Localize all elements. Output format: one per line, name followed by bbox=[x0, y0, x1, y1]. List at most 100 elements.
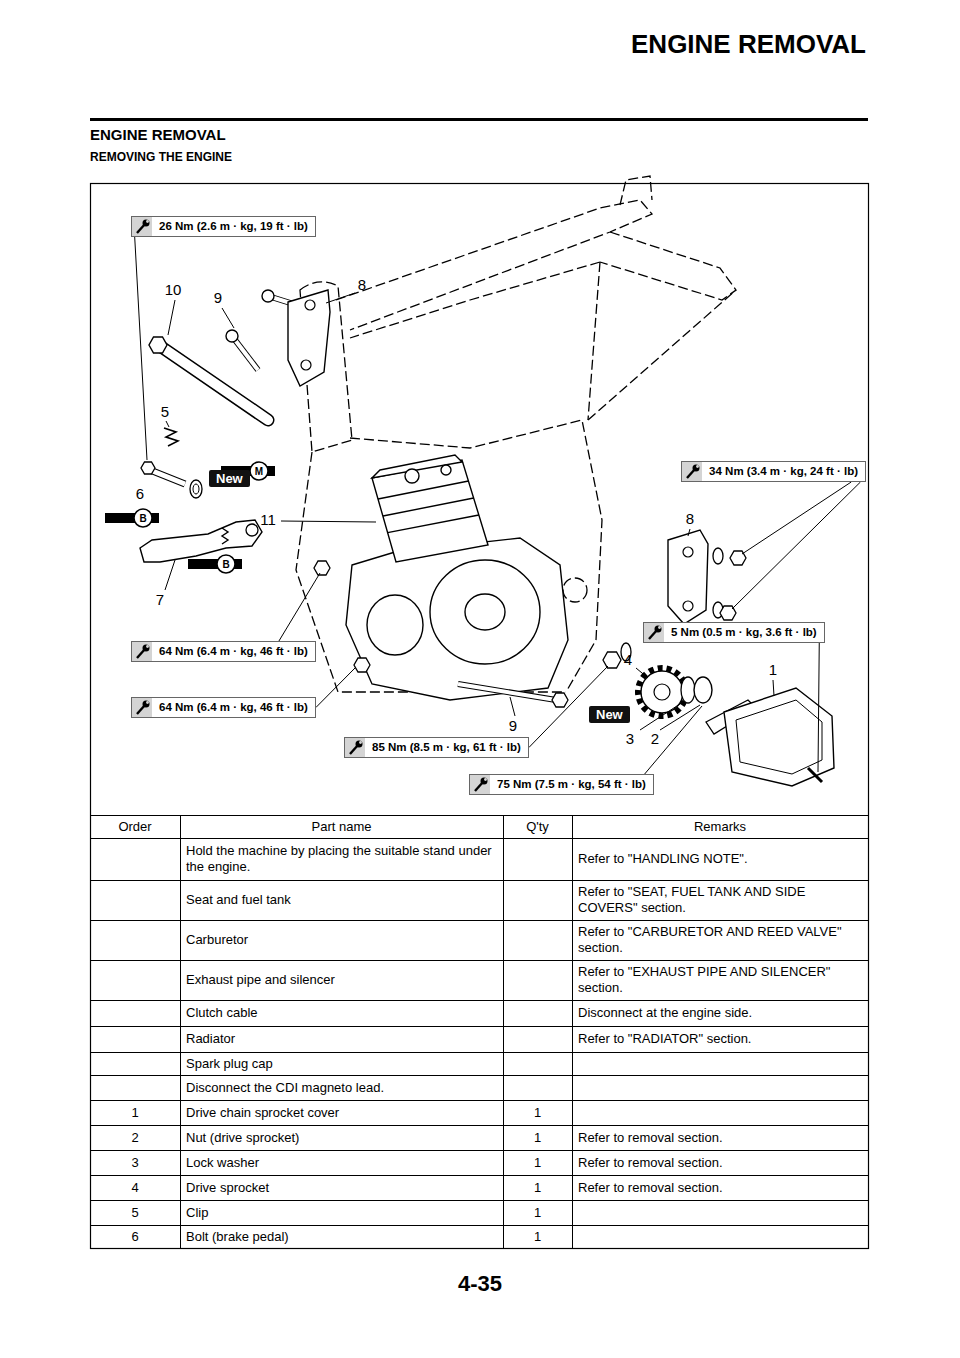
table-cell: 1 bbox=[96, 1105, 174, 1121]
torque-value: 26 Nm (2.6 m · kg, 19 ft · lb) bbox=[159, 220, 308, 232]
header-rule bbox=[90, 118, 868, 121]
callout-number: 3 bbox=[626, 731, 634, 748]
table-rule bbox=[90, 1075, 868, 1076]
torque-spec-box: 85 Nm (8.5 m · kg, 61 ft · lb) bbox=[344, 737, 529, 758]
callout-number: 4 bbox=[624, 652, 632, 669]
torque-spec-box: 5 Nm (0.5 m · kg, 3.6 ft · lb) bbox=[643, 622, 825, 643]
symbol-letter: M bbox=[255, 466, 263, 477]
table-cell: Seat and fuel tank bbox=[186, 892, 497, 908]
running-header: ENGINE REMOVAL bbox=[631, 30, 866, 59]
table-cell: Carburetor bbox=[186, 932, 497, 948]
table-cell: Spark plug cap bbox=[186, 1056, 497, 1072]
wrench-head bbox=[143, 220, 150, 227]
callout-number: 6 bbox=[136, 486, 144, 503]
torque-spec-box: 26 Nm (2.6 m · kg, 19 ft · lb) bbox=[131, 216, 316, 237]
wrench-head bbox=[481, 778, 488, 785]
torque-spec-box: 34 Nm (3.4 m · kg, 24 ft · lb) bbox=[681, 461, 866, 482]
wrench-jaw bbox=[146, 645, 149, 648]
wrench-icon bbox=[132, 642, 152, 661]
table-cell: 5 bbox=[96, 1205, 174, 1221]
table-cell: Bolt (brake pedal) bbox=[186, 1229, 497, 1245]
leader-line bbox=[732, 482, 860, 609]
wrench-jaw bbox=[359, 741, 362, 744]
table-rule bbox=[503, 815, 504, 1248]
subheading: REMOVING THE ENGINE bbox=[90, 151, 232, 164]
callout-number: 11 bbox=[260, 512, 276, 529]
leader-line bbox=[645, 706, 702, 774]
table-cell: Refer to removal section. bbox=[578, 1180, 862, 1196]
grease-symbols bbox=[105, 462, 275, 573]
table-cell: 6 bbox=[96, 1229, 174, 1245]
engine-parts bbox=[140, 290, 834, 786]
table-rule bbox=[90, 1100, 868, 1101]
table-cell: 3 bbox=[96, 1155, 174, 1171]
wrench-head bbox=[143, 645, 150, 652]
table-header: Remarks bbox=[578, 819, 862, 835]
table-cell: 1 bbox=[509, 1205, 566, 1221]
torque-spec-box: 64 Nm (6.4 m · kg, 46 ft · lb) bbox=[131, 641, 316, 662]
icon-ground bbox=[132, 642, 152, 661]
table-cell: 1 bbox=[509, 1229, 566, 1245]
wrench-icon bbox=[132, 698, 152, 717]
symbol-letter: B bbox=[222, 559, 229, 570]
icon-ground bbox=[345, 738, 365, 757]
wrench-jaw bbox=[146, 701, 149, 704]
callout-number: 8 bbox=[686, 511, 694, 528]
wrench-icon bbox=[644, 623, 664, 642]
wrench-head bbox=[655, 626, 662, 633]
table-rule bbox=[90, 838, 868, 839]
table-cell: Refer to removal section. bbox=[578, 1155, 862, 1171]
table-rule bbox=[90, 1150, 868, 1151]
wrench-icon bbox=[470, 775, 490, 794]
table-rule bbox=[90, 1175, 868, 1176]
table-cell: Lock washer bbox=[186, 1155, 497, 1171]
torque-spec-box: 64 Nm (6.4 m · kg, 46 ft · lb) bbox=[131, 697, 316, 718]
table-rule bbox=[90, 1200, 868, 1201]
torque-value: 64 Nm (6.4 m · kg, 46 ft · lb) bbox=[159, 645, 308, 657]
table-cell: 1 bbox=[509, 1105, 566, 1121]
callout-number: 8 bbox=[358, 277, 366, 294]
table-header: Part name bbox=[186, 819, 497, 835]
callout-number: 1 bbox=[769, 662, 777, 679]
table-rule bbox=[90, 1026, 868, 1027]
table-rule bbox=[90, 920, 868, 921]
callout-number: 9 bbox=[509, 718, 517, 735]
table-rule bbox=[90, 815, 868, 816]
table-cell: Clip bbox=[186, 1205, 497, 1221]
leader-line bbox=[742, 482, 851, 554]
leader-line bbox=[279, 573, 320, 641]
wrench-jaw bbox=[658, 626, 661, 629]
table-cell: Drive chain sprocket cover bbox=[186, 1105, 497, 1121]
badge-text: New bbox=[596, 707, 623, 722]
table-cell: Drive sprocket bbox=[186, 1180, 497, 1196]
table-cell: Refer to "HANDLING NOTE". bbox=[578, 851, 862, 867]
table-cell: Disconnect the CDI magneto lead. bbox=[186, 1080, 497, 1096]
table-header: Order bbox=[96, 819, 174, 835]
table-rule bbox=[90, 960, 868, 961]
wrench-jaw bbox=[146, 220, 149, 223]
table-cell: Refer to removal section. bbox=[578, 1130, 862, 1146]
table-rule bbox=[90, 1000, 868, 1001]
table-cell: Refer to "CARBURETOR AND REED VALVE" sec… bbox=[578, 924, 862, 956]
wrench-jaw bbox=[484, 778, 487, 781]
table-cell: Exhaust pipe and silencer bbox=[186, 972, 497, 988]
icon-ground bbox=[470, 775, 490, 794]
table-cell: 1 bbox=[509, 1180, 566, 1196]
wrench-head bbox=[356, 741, 363, 748]
icon-ground bbox=[682, 462, 702, 481]
badge-text: New bbox=[216, 471, 243, 486]
table-cell: Disconnect at the engine side. bbox=[578, 1005, 862, 1021]
torque-value: 34 Nm (3.4 m · kg, 24 ft · lb) bbox=[709, 465, 858, 477]
torque-value: 5 Nm (0.5 m · kg, 3.6 ft · lb) bbox=[671, 626, 817, 638]
table-cell: Hold the machine by placing the suitable… bbox=[186, 843, 497, 875]
torque-value: 85 Nm (8.5 m · kg, 61 ft · lb) bbox=[372, 741, 521, 753]
engine bbox=[346, 455, 568, 700]
torque-spec-box: 75 Nm (7.5 m · kg, 54 ft · lb) bbox=[469, 774, 654, 795]
table-cell: 1 bbox=[509, 1130, 566, 1146]
wrench-icon bbox=[345, 738, 365, 757]
callout-number: 10 bbox=[165, 282, 182, 299]
table-rule bbox=[90, 1052, 868, 1053]
